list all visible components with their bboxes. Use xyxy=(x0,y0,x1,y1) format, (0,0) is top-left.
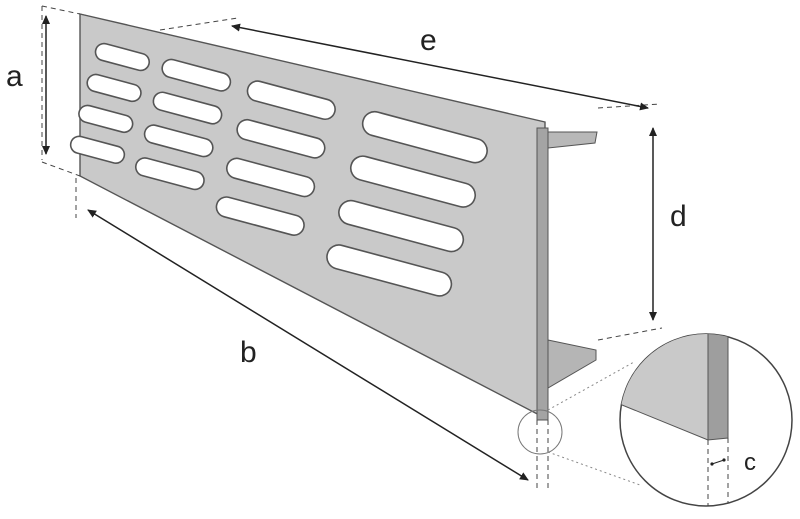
dimension-b-arrow xyxy=(87,209,529,481)
dimension-a-label: a xyxy=(6,60,23,93)
zoom-source-circle xyxy=(517,409,563,455)
dimension-b-label: b xyxy=(240,336,257,369)
slot-column-1 xyxy=(69,42,151,164)
dimension-arrows xyxy=(42,14,657,481)
bottom-flange xyxy=(547,339,597,389)
dimension-d-label: d xyxy=(670,200,687,233)
dimension-e-label: e xyxy=(420,24,437,57)
dimension-e-arrow xyxy=(231,23,649,111)
dimension-c-label: c xyxy=(744,449,756,476)
slot-column-2 xyxy=(134,58,232,191)
